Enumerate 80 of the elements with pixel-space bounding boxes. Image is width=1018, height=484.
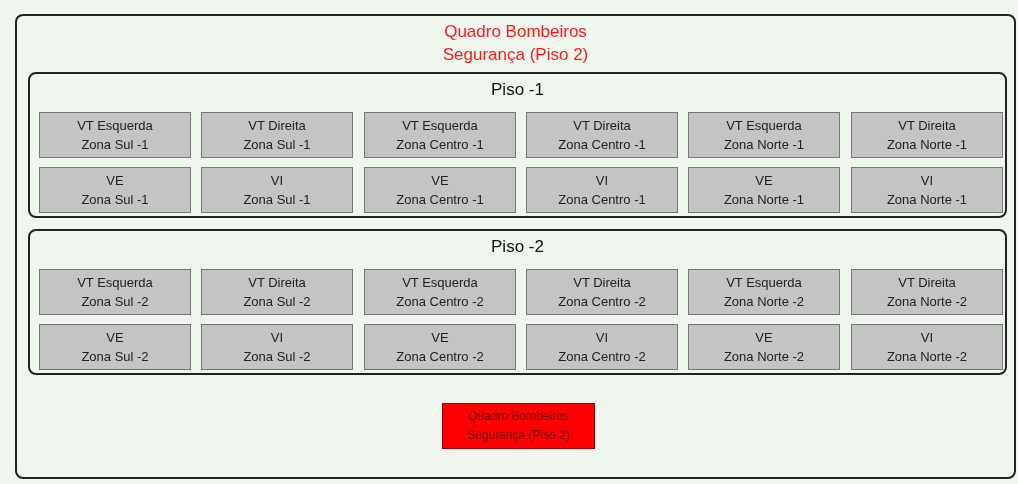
valve-box	[201, 112, 353, 158]
valve-type-label: VT Direita	[898, 117, 956, 135]
valve-box	[201, 269, 353, 315]
valve-type-label: VI	[920, 172, 934, 190]
valve-type-label: VT Esquerda	[726, 274, 802, 292]
panel-title: Quadro Bombeiros Segurança (Piso 2)	[442, 22, 589, 64]
valve-type-label: VE	[431, 329, 449, 347]
valve-box	[201, 324, 353, 370]
zone-label: Zona Centro -2	[558, 348, 646, 366]
zone-label: Zona Sul -2	[243, 293, 311, 311]
valve-box	[526, 324, 678, 370]
floor-group	[28, 72, 1007, 218]
valve-type-label: VT Esquerda	[402, 117, 478, 135]
zone-label: Zona Sul -1	[81, 136, 149, 154]
valve-box	[39, 324, 191, 370]
zone-label: Zona Sul -1	[243, 136, 311, 154]
valve-type-label: VI	[595, 329, 609, 347]
zone-label: Zona Centro -1	[558, 191, 646, 209]
zone-label: Zona Sul -2	[81, 348, 149, 366]
valve-box	[364, 167, 516, 213]
valve-box	[364, 324, 516, 370]
zone-label: Zona Norte -2	[886, 348, 968, 366]
valve-box	[688, 167, 840, 213]
valve-type-label: VE	[106, 172, 124, 190]
zone-label: Zona Centro -1	[396, 191, 484, 209]
valve-box	[526, 167, 678, 213]
valve-box	[39, 167, 191, 213]
valve-box	[526, 269, 678, 315]
valve-type-label: VT Direita	[248, 274, 306, 292]
panel-frame	[15, 14, 1016, 479]
valve-type-label: VI	[920, 329, 934, 347]
valve-box	[851, 167, 1003, 213]
zone-label: Zona Norte -2	[723, 293, 805, 311]
valve-box	[39, 112, 191, 158]
valve-box	[364, 269, 516, 315]
zone-label: Zona Sul -2	[81, 293, 149, 311]
valve-box	[851, 324, 1003, 370]
valve-type-label: VI	[270, 329, 284, 347]
panel-label: Quadro Bombeiros Segurança (Piso 2)	[466, 408, 571, 444]
valve-box	[526, 112, 678, 158]
valve-type-label: VT Direita	[573, 274, 631, 292]
valve-box	[688, 112, 840, 158]
valve-type-label: VT Esquerda	[402, 274, 478, 292]
floor-title: Piso -1	[491, 80, 544, 100]
valve-box	[201, 167, 353, 213]
zone-label: Zona Centro -2	[396, 293, 484, 311]
zone-label: Zona Norte -1	[886, 136, 968, 154]
zone-label: Zona Norte -2	[886, 293, 968, 311]
zone-label: Zona Sul -2	[243, 348, 311, 366]
zone-label: Zona Centro -1	[396, 136, 484, 154]
zone-label: Zona Norte -1	[886, 191, 968, 209]
valve-type-label: VT Esquerda	[726, 117, 802, 135]
valve-type-label: VE	[755, 172, 773, 190]
zone-label: Zona Sul -1	[81, 191, 149, 209]
valve-type-label: VT Direita	[573, 117, 631, 135]
valve-type-label: VT Direita	[898, 274, 956, 292]
valve-type-label: VE	[106, 329, 124, 347]
valve-type-label: VI	[270, 172, 284, 190]
valve-type-label: VT Esquerda	[77, 274, 153, 292]
valve-type-label: VI	[595, 172, 609, 190]
zone-label: Zona Norte -2	[723, 348, 805, 366]
zone-label: Zona Norte -1	[723, 191, 805, 209]
floor-title: Piso -2	[491, 237, 544, 257]
valve-type-label: VE	[431, 172, 449, 190]
zone-label: Zona Sul -1	[243, 191, 311, 209]
valve-box	[39, 269, 191, 315]
valve-type-label: VT Direita	[248, 117, 306, 135]
alarm-panel-box	[442, 403, 595, 449]
valve-box	[688, 269, 840, 315]
zone-label: Zona Centro -1	[558, 136, 646, 154]
valve-box	[688, 324, 840, 370]
valve-box	[364, 112, 516, 158]
valve-box	[851, 269, 1003, 315]
zone-label: Zona Norte -1	[723, 136, 805, 154]
zone-label: Zona Centro -2	[396, 348, 484, 366]
valve-box	[851, 112, 1003, 158]
valve-type-label: VE	[755, 329, 773, 347]
valve-type-label: VT Esquerda	[77, 117, 153, 135]
floor-group	[28, 229, 1007, 375]
zone-label: Zona Centro -2	[558, 293, 646, 311]
